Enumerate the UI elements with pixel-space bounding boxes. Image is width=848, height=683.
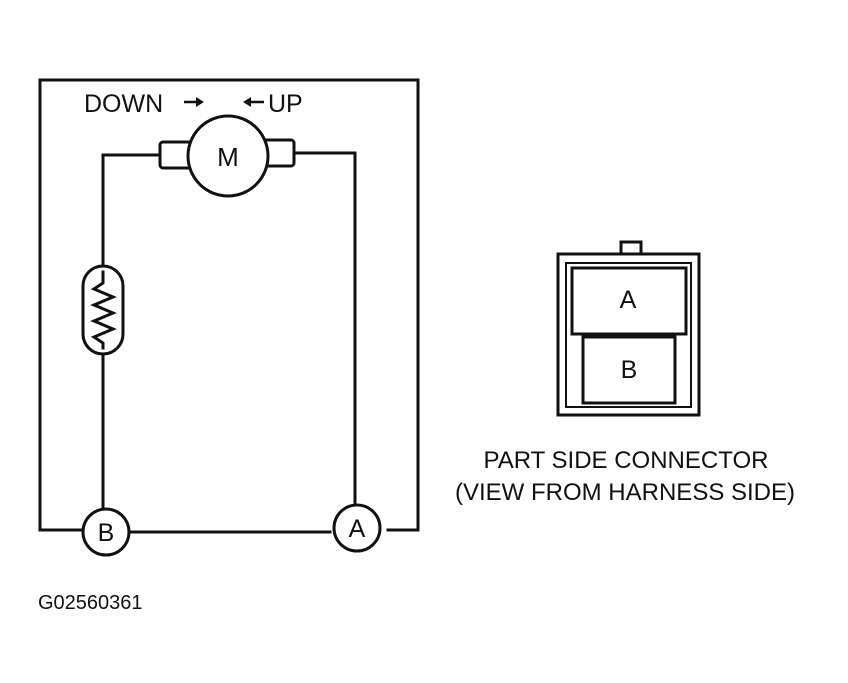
right-inner-wire: [291, 151, 357, 507]
motor: M: [158, 114, 296, 198]
left-inner-wire: [101, 153, 164, 512]
up-label: UP: [268, 90, 303, 118]
down-label: DOWN: [84, 90, 163, 118]
part-side-connector: A B: [556, 240, 701, 417]
terminal-a: A: [332, 503, 382, 553]
down-arrow-icon: [184, 97, 204, 107]
figure-id: G02560361: [38, 592, 143, 614]
connector-inner-frame: [565, 262, 692, 408]
connector-cavity-a: [570, 266, 688, 336]
connector-cavity-b-label: B: [621, 356, 638, 384]
connector-cavity-b: [581, 335, 677, 405]
outer-wire: [38, 78, 420, 532]
resistor-zigzag-icon: [90, 270, 117, 350]
terminal-b: B: [81, 507, 131, 557]
up-arrow-icon: [243, 97, 264, 107]
connector-latch: [619, 240, 643, 256]
connector-caption-line1: PART SIDE CONNECTOR: [484, 447, 769, 474]
resistor-element: [81, 264, 125, 356]
motor-circle: [186, 114, 270, 198]
terminal-b-label: B: [98, 519, 115, 547]
motor-label: M: [217, 142, 239, 172]
connector-caption-line2: (VIEW FROM HARNESS SIDE): [455, 479, 795, 506]
connector-cavity-a-label: A: [620, 286, 637, 314]
terminal-a-label: A: [349, 515, 366, 543]
